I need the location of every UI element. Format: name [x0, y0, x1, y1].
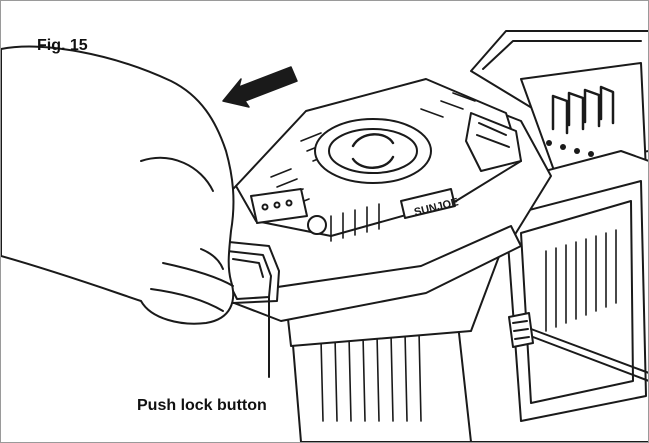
charger-front-vents	[320, 330, 422, 422]
hand-illustration	[1, 45, 235, 325]
charger-contacts	[551, 85, 615, 135]
charger-cradle	[285, 30, 648, 442]
sun-logo-icon	[351, 133, 395, 169]
battery-pack: SUNJOE	[205, 78, 552, 322]
charger-led-dots	[546, 140, 594, 157]
callout-label: Push lock button	[137, 397, 267, 414]
battery-level-indicator	[250, 188, 308, 224]
direction-arrow-icon	[222, 66, 298, 108]
power-cord	[508, 312, 648, 382]
figure-title: Fig. 15	[37, 37, 88, 54]
battery-front-grille	[330, 203, 380, 242]
charger-side-vents	[545, 229, 617, 332]
